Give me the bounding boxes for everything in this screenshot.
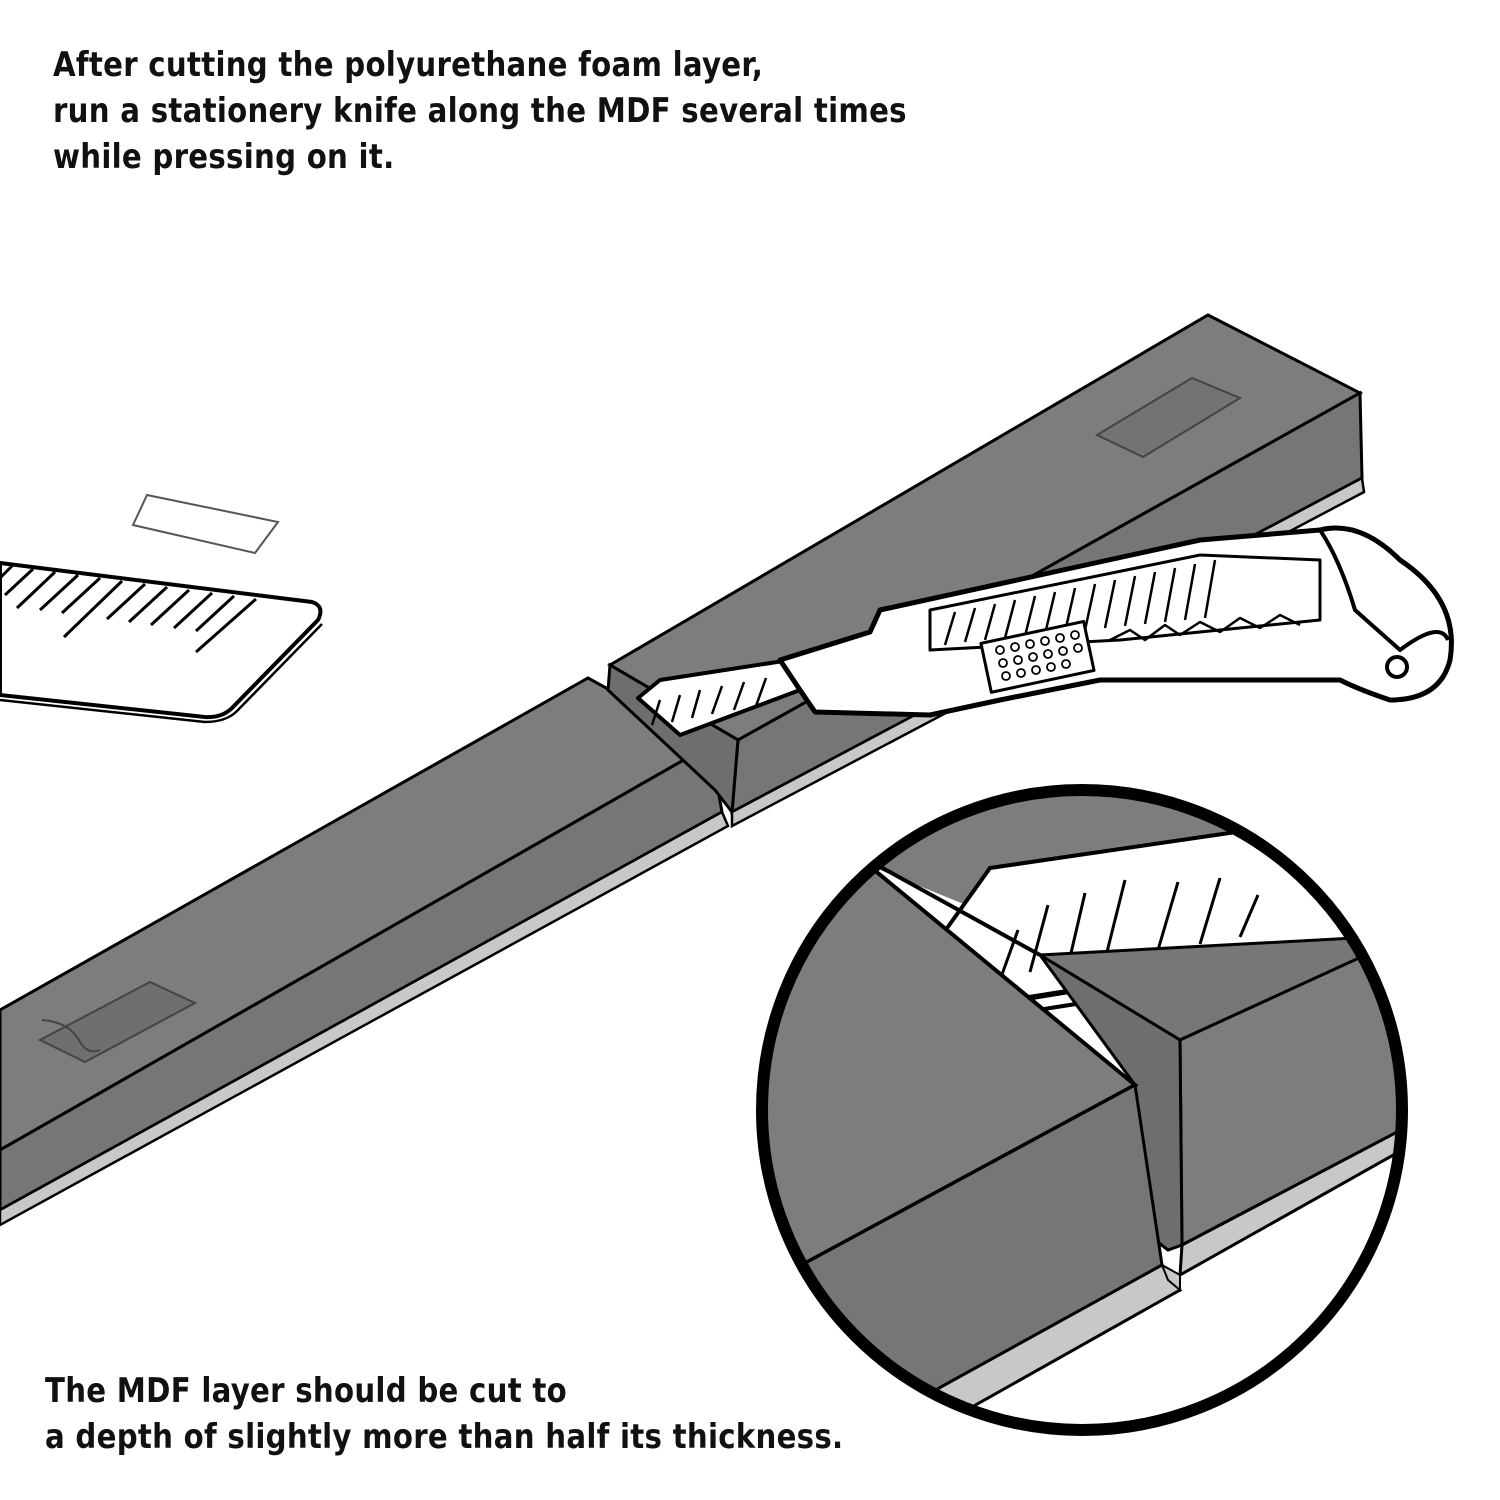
- tape-on-board: [37, 980, 198, 1064]
- ruler: [0, 560, 323, 724]
- caption-bottom-line-2: a depth of slightly more than half its t…: [45, 1417, 844, 1457]
- ruler-ticks: [0, 564, 257, 654]
- caption-bottom-line-1: The MDF layer should be cut to: [45, 1371, 567, 1411]
- caption-top-line-1: After cutting the polyurethane foam laye…: [53, 45, 764, 85]
- instruction-caption-top: After cutting the polyurethane foam laye…: [53, 42, 907, 180]
- instruction-caption-bottom: The MDF layer should be cut to a depth o…: [45, 1368, 843, 1460]
- caption-top-line-2: run a stationery knife along the MDF sev…: [53, 91, 907, 131]
- tape-piece: [131, 493, 280, 555]
- foam-board-left: [0, 676, 730, 1227]
- utility-knife: [636, 525, 1454, 737]
- tape-on-board-right: [1094, 376, 1243, 459]
- caption-top-line-3: while pressing on it.: [53, 137, 395, 177]
- magnified-detail-circle: [756, 784, 1408, 1436]
